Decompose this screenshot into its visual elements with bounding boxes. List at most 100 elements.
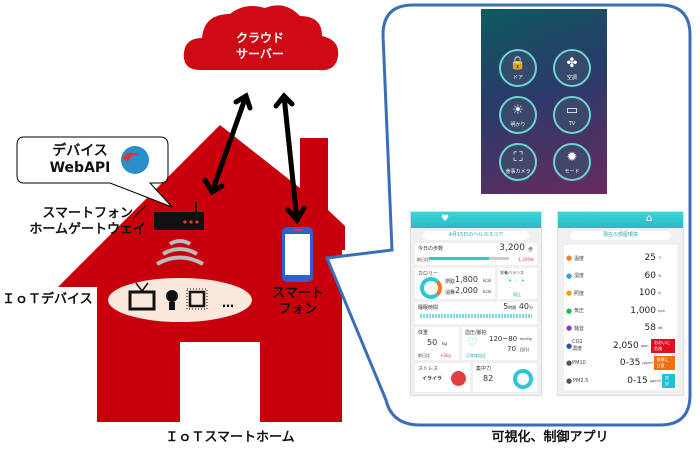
heart-tab-icon[interactable]: ♥ — [441, 214, 450, 224]
focus-card: 集中力 82 — [473, 363, 537, 392]
chip-icon — [186, 288, 208, 310]
calorie-donut — [420, 277, 442, 299]
fan-icon: ✤ — [566, 56, 578, 71]
smartphone-label: スマートフォン — [268, 286, 328, 318]
cloud-server-label: クラウドサーバー — [205, 30, 315, 62]
burn-value: 2,000 — [455, 286, 478, 295]
webapi-logo — [121, 146, 149, 174]
reading-label: PM10 — [572, 360, 586, 366]
reading-value: 25 — [644, 253, 656, 263]
light-label: 明かり — [510, 122, 526, 128]
meal-camera-button[interactable]: ⛶ 食事カメラ — [499, 143, 537, 181]
speaker-icon: ● — [566, 324, 573, 332]
meal-camera-label: 食事カメラ — [505, 169, 531, 175]
sun-icon: ● — [566, 289, 573, 297]
arrow-gateway-cloud — [209, 93, 249, 195]
bp-value: 120~80 — [489, 335, 518, 343]
gateway-line1: スマートフォン／ — [42, 206, 146, 221]
sleep-timeline — [420, 314, 532, 318]
heart-outline-icon: ♡ — [467, 335, 478, 349]
sleep-label: 睡眠時間 — [418, 305, 439, 311]
house-shape — [58, 125, 345, 422]
smartphone-icon — [282, 227, 313, 282]
tv-icon — [128, 282, 156, 311]
angry-face-icon — [451, 371, 466, 386]
weight-unit: kg — [442, 341, 447, 346]
sleep-hours-unit: 時間 — [508, 305, 517, 310]
nutrition-dots-icon: • ◦ • — [508, 277, 525, 285]
reading-unit: μg/m3 — [649, 378, 661, 383]
callout-line2: WebAPI — [49, 160, 111, 176]
bp-status: 正常域血圧 — [466, 353, 486, 358]
reading-value: 2,050 — [612, 340, 639, 351]
room-environment-screen: ♥⌂ 現在の部屋環境 ● 温度 25 ℃● 湿度 60 %● 照度 100 lx… — [557, 211, 684, 396]
arrow-phone-cloud — [281, 93, 300, 223]
reading-unit: ℃ — [658, 256, 662, 260]
intake-label: 摂取 — [445, 279, 456, 285]
intake-value: 1,800 — [455, 275, 478, 284]
room-title: 現在の部屋環境 — [570, 231, 671, 240]
reading-alert-tag: 良好 — [661, 373, 675, 388]
reading-unit: lx — [658, 291, 662, 295]
room-reading-row: ● 湿度 60 % — [566, 270, 675, 282]
sleep-minutes: 40 — [518, 302, 529, 311]
room-reading-row: ● 温度 25 ℃ — [566, 252, 675, 264]
gear-icon: ✹ — [566, 150, 578, 165]
nutrition-card: 栄養バランス • ◦ • 適正 — [498, 268, 537, 299]
pulse-unit: 回/分 — [520, 347, 530, 352]
sleep-minutes-unit: 分 — [529, 305, 533, 310]
reading-value: 1,000 — [630, 305, 656, 316]
gateway-line2: ホームゲートウェイ — [29, 222, 146, 237]
smartphone-line2: フォン — [278, 302, 318, 317]
weight-value: 50 — [427, 338, 438, 347]
room-reading-row: ● 気圧 1,000 hpa — [566, 305, 675, 317]
bp-label: 血圧/脈拍 — [465, 330, 487, 336]
lightbulb-icon — [166, 290, 178, 310]
door-button[interactable]: 🔒 ドア — [499, 49, 537, 87]
home-tab-icon[interactable]: ⌂ — [503, 214, 509, 224]
monitor-icon: ▭ — [565, 103, 579, 118]
nutrition-label: 栄養バランス — [500, 270, 524, 275]
aircon-button[interactable]: ✤空調 — [553, 49, 591, 87]
steps-value: 3,200 — [499, 243, 525, 253]
thermometer-icon: ● — [566, 254, 573, 262]
sleep-value: 5時間 40分 — [503, 302, 533, 311]
camera-focus-icon: ⛶ — [513, 150, 523, 165]
focus-value: 82 — [483, 374, 494, 383]
burn-label: 消費 — [445, 290, 456, 296]
gateway-label: スマートフォン／ホームゲートウェイ — [18, 206, 146, 238]
reading-label: 湿度 — [574, 273, 585, 279]
health-score-title: 4月15日のヘルススコア — [423, 231, 529, 240]
health-tab-bar: ♥⌂ — [411, 212, 541, 228]
steps-unit: 歩 — [527, 247, 533, 253]
weight-label: 体重 — [418, 330, 429, 336]
router-icon — [154, 202, 204, 230]
reading-value: 60 — [644, 270, 656, 281]
pulse-value: 70 — [507, 345, 516, 353]
reading-label: 照度 — [574, 290, 585, 297]
room-tab-bar: ♥⌂ — [558, 212, 683, 228]
heart-tab-icon[interactable]: ♥ — [588, 214, 597, 224]
reading-label: CO2濃度 — [572, 339, 583, 352]
gauge-icon: ● — [566, 306, 573, 315]
remote-control-screen: 🔒 ドア ✤空調 ☀明かり ▭ TV ⛶ 食事カメラ ✹モード — [481, 9, 607, 194]
weight-diff: +0kg — [440, 353, 451, 358]
room-reading-row: ● 照度 100 lx — [566, 287, 675, 299]
burn-unit: kcal — [483, 289, 492, 294]
tv-button[interactable]: ▭ TV — [553, 96, 591, 134]
reading-value: 58 — [644, 323, 656, 333]
bp-unit: mmHg — [520, 337, 532, 341]
door-label: ドア — [512, 75, 523, 81]
co2-icon: ● — [566, 341, 573, 350]
reading-label: 温度 — [574, 255, 585, 262]
lock-icon: 🔒 — [509, 56, 527, 71]
mode-button[interactable]: ✹モード — [553, 143, 591, 181]
light-button[interactable]: ☀明かり — [499, 96, 537, 134]
home-tab-icon[interactable]: ⌂ — [646, 213, 653, 224]
focus-ring — [513, 369, 533, 389]
nutrition-status: 適正 — [513, 292, 521, 297]
tv-label: TV — [568, 121, 576, 127]
